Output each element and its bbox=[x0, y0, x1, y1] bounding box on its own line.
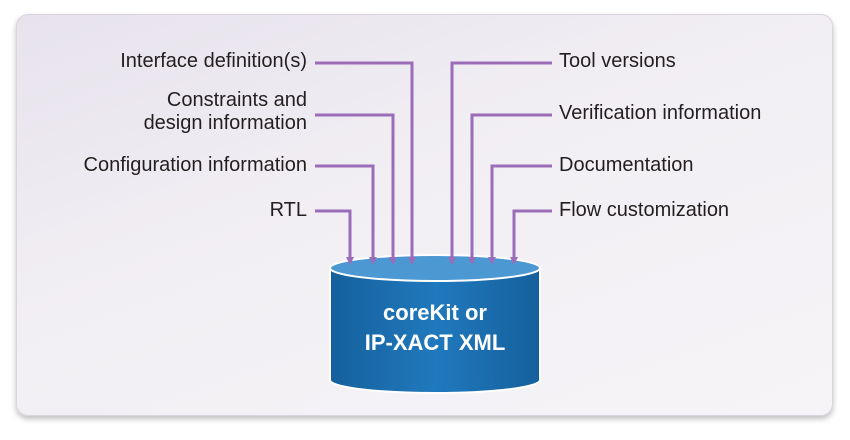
connector-rtl bbox=[315, 209, 354, 265]
label-verification-information: Verification information bbox=[559, 102, 762, 124]
connector-constraints bbox=[315, 113, 397, 265]
connector-flow-customization bbox=[510, 209, 552, 265]
database-cylinder bbox=[329, 254, 541, 394]
database-top bbox=[329, 254, 541, 282]
connector-verification bbox=[468, 113, 552, 265]
database-label-line2: IP-XACT XML bbox=[364, 330, 506, 355]
database-label-line1: coreKit or bbox=[383, 300, 487, 325]
connector-tool-versions bbox=[448, 61, 552, 265]
connector-interface-definitions bbox=[315, 61, 416, 265]
label-rtl: RTL bbox=[269, 199, 307, 221]
connector-documentation bbox=[488, 164, 552, 265]
label-configuration-information: Configuration information bbox=[83, 154, 307, 176]
label-flow-customization: Flow customization bbox=[559, 199, 730, 221]
database-body bbox=[329, 267, 541, 394]
label-tool-versions: Tool versions bbox=[559, 50, 676, 72]
label-interface-definitions: Interface definition(s) bbox=[120, 50, 307, 72]
label-documentation: Documentation bbox=[559, 154, 694, 176]
connector-configuration bbox=[315, 164, 377, 265]
label-constraints-design-information: Constraints and design information bbox=[143, 89, 307, 134]
